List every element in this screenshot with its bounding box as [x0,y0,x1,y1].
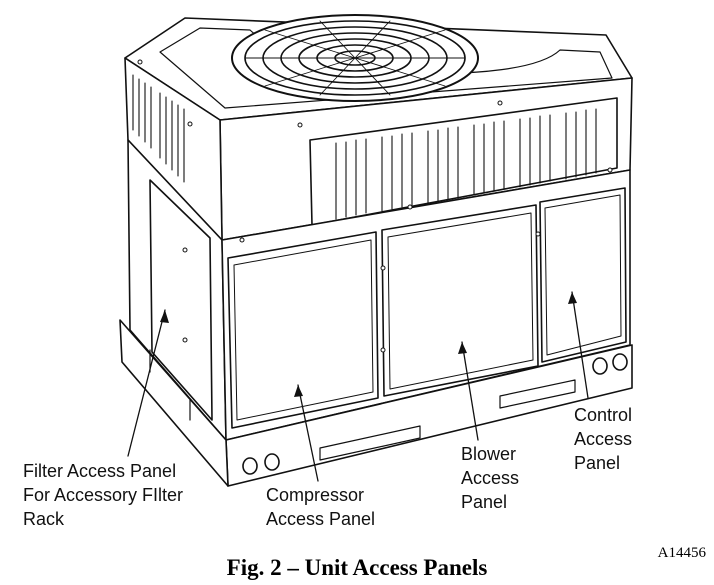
blower-access-panel-label: Blower Access Panel [461,444,520,512]
filter-access-panel-label: Filter Access Panel For Accessory FIlter… [23,461,184,529]
control-access-panel-label: Control Access Panel [574,405,633,473]
condenser-fan-grille [231,14,479,102]
base-rail-side [119,319,229,487]
figure-id: A14456 [657,545,706,561]
filter-access-panel [149,179,213,421]
leader-lines [127,291,589,482]
figure-caption: Fig. 2 – Unit Access Panels [226,555,488,580]
front-louver-grille [309,97,618,226]
control-access-panel [539,187,627,363]
blower-access-panel [381,204,539,397]
side-louver-grille [132,74,185,183]
compressor-access-panel [227,231,379,429]
compressor-access-panel-label: Compressor Access Panel [266,485,376,529]
